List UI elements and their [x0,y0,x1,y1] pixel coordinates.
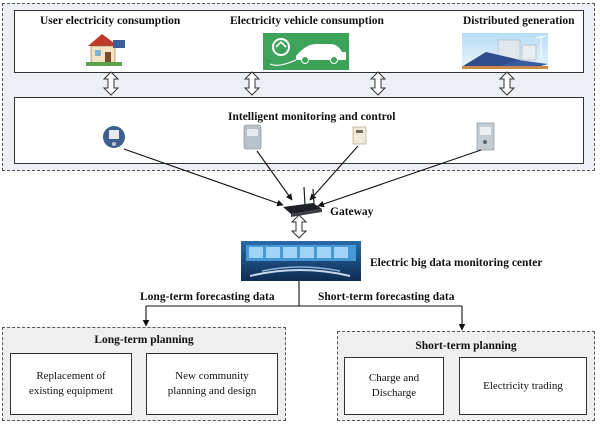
community-planning-box: New community planning and design [146,353,278,415]
replacement-equipment-text: Replacement of existing equipment [28,370,113,397]
replacement-equipment-box: Replacement of existing equipment [10,353,132,415]
long-term-forecast-label: Long-term forecasting data [140,291,275,303]
controller-icon [476,122,495,151]
solar-plant-icon [462,33,548,69]
gateway-label: Gateway [330,206,374,218]
charge-discharge-text: Charge and Discharge [368,372,420,399]
distributed-generation-label: Distributed generation [463,15,575,27]
ev-consumption-label: Electricity vehicle consumption [230,15,384,27]
community-planning-text: New community planning and design [167,370,257,397]
user-consumption-label: User electricity consumption [40,15,181,27]
gateway-center-arrow [290,214,308,239]
electricity-trading-box: Electricity trading [459,357,587,415]
short-term-forecast-label: Short-term forecasting data [318,291,455,303]
charge-discharge-box: Charge and Discharge [344,357,444,415]
forecasting-tree [142,281,466,331]
bidirectional-arrows [102,71,516,239]
sensor-icon [352,126,367,145]
short-term-planning-title: Short-term planning [415,340,517,352]
monitoring-title: Intelligent monitoring and control [228,111,396,123]
router-icon [283,186,322,217]
ev-charging-icon [263,33,349,70]
meter-icon [243,124,262,150]
control-room-image [241,241,361,281]
device-gateway-arrows [123,145,482,208]
camera-sensor-icon [103,126,125,148]
electricity-trading-text: Electricity trading [483,379,563,392]
house-icon [86,34,125,66]
long-term-planning-title: Long-term planning [94,334,194,346]
monitoring-center-label: Electric big data monitoring center [370,257,543,269]
